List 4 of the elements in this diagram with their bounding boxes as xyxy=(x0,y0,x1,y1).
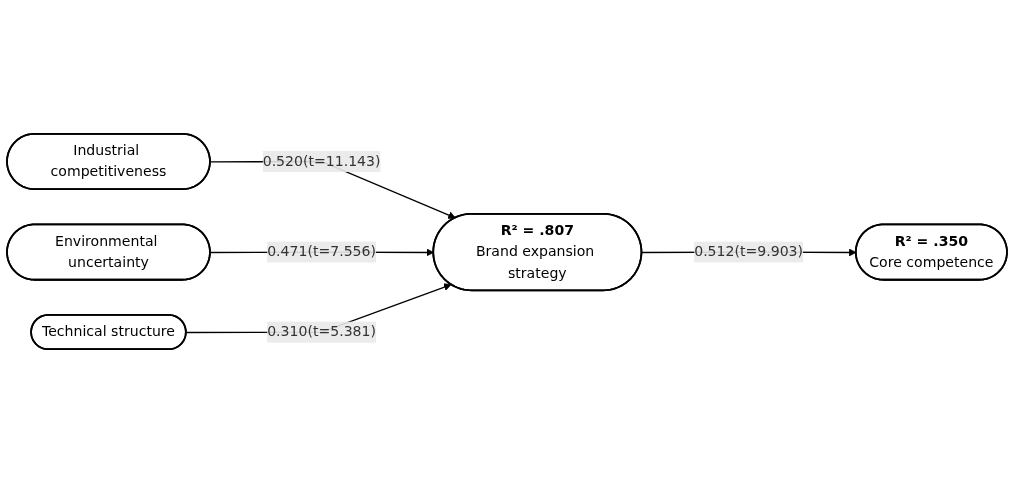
edge-label: 0.310(t=5.381) xyxy=(267,323,377,340)
edge-label: 0.471(t=7.556) xyxy=(267,243,377,260)
edge-label: 0.520(t=11.143) xyxy=(262,152,381,170)
edge-label: 0.512(t=9.903) xyxy=(694,243,804,260)
